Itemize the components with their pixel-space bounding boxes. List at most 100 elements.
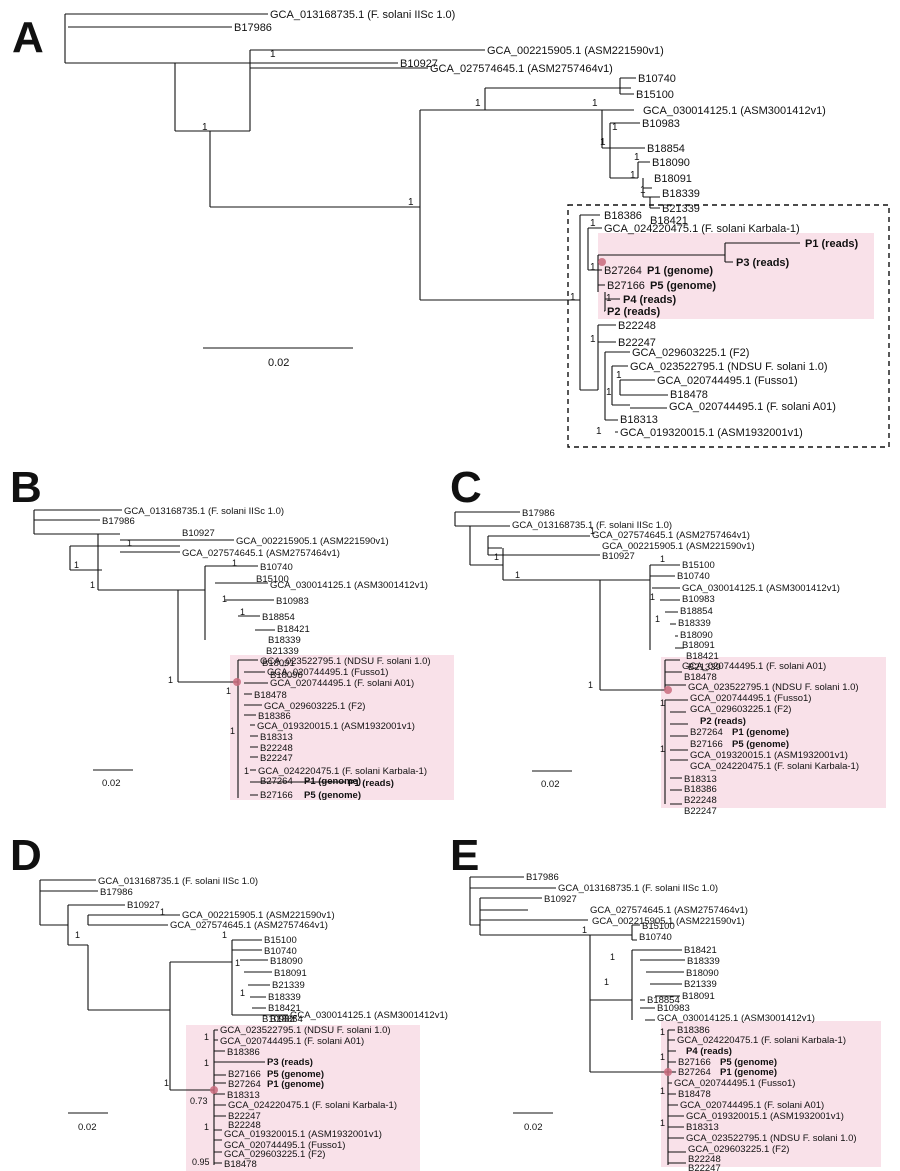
- svg-text:1: 1: [160, 907, 165, 917]
- svg-text:B18313: B18313: [260, 732, 293, 743]
- svg-text:GCA_020744495.1 (Fusso1): GCA_020744495.1 (Fusso1): [674, 1078, 795, 1089]
- panel-a-letter: A: [12, 13, 44, 62]
- svg-text:B21339: B21339: [272, 980, 305, 991]
- svg-text:B18091: B18091: [682, 991, 715, 1002]
- tip-label: B17986: [234, 22, 272, 34]
- tip-label: B22248: [618, 320, 656, 332]
- svg-text:1: 1: [630, 170, 636, 181]
- support-values-e: 1 1 1 1 1 1 1: [582, 925, 665, 1128]
- svg-text:1: 1: [592, 98, 598, 109]
- svg-text:GCA_027574645.1 (ASM2757464v1): GCA_027574645.1 (ASM2757464v1): [182, 548, 340, 559]
- svg-text:1: 1: [655, 614, 660, 624]
- svg-text:B10927: B10927: [182, 528, 215, 539]
- tip-label: B10927: [400, 58, 438, 70]
- svg-text:1: 1: [606, 293, 612, 304]
- svg-text:B10983: B10983: [657, 1003, 690, 1014]
- svg-text:GCA_024220475.1 (F. solani Kar: GCA_024220475.1 (F. solani Karbala-1): [677, 1035, 846, 1046]
- tip-label: GCA_030014125.1 (ASM3001412v1): [643, 105, 826, 117]
- svg-text:P5 (genome): P5 (genome): [720, 1057, 777, 1068]
- tip-label: GCA_024220475.1 (F. solani Karbala-1): [604, 223, 800, 235]
- tip-label: B18421: [650, 215, 688, 227]
- svg-text:1: 1: [612, 122, 618, 133]
- svg-text:P5 (genome): P5 (genome): [732, 739, 789, 750]
- tip-label: P1 (reads): [805, 238, 859, 250]
- svg-text:B18339: B18339: [268, 635, 301, 646]
- svg-text:B27264: B27264: [678, 1067, 711, 1078]
- svg-text:1: 1: [494, 552, 499, 562]
- svg-text:1: 1: [582, 925, 587, 935]
- tip-label: GCA_023522795.1 (NDSU F. solani 1.0): [630, 361, 828, 373]
- tip-labels-a: GCA_013168735.1 (F. solani IISc 1.0) B17…: [234, 9, 859, 439]
- svg-text:GCA_027574645.1 (ASM2757464v1): GCA_027574645.1 (ASM2757464v1): [592, 530, 750, 541]
- svg-text:1: 1: [570, 292, 576, 303]
- svg-text:B22248: B22248: [260, 743, 293, 754]
- svg-text:B27166: B27166: [690, 739, 723, 750]
- panel-e-letter: E: [450, 831, 479, 880]
- svg-text:B10740: B10740: [264, 946, 297, 957]
- svg-text:B18421: B18421: [268, 1003, 301, 1014]
- svg-text:B21339: B21339: [266, 646, 299, 657]
- tip-label: GCA_020744495.1 (F. solani A01): [669, 401, 836, 413]
- svg-text:GCA_020744495.1 (F. solani A01: GCA_020744495.1 (F. solani A01): [680, 1100, 824, 1111]
- svg-text:B17986: B17986: [102, 516, 135, 527]
- svg-text:B27166: B27166: [260, 790, 293, 801]
- svg-text:B22247: B22247: [684, 806, 717, 817]
- svg-text:1: 1: [660, 1027, 665, 1037]
- svg-text:GCA_002215905.1 (ASM221590v1): GCA_002215905.1 (ASM221590v1): [602, 541, 755, 552]
- svg-text:P3 (reads): P3 (reads): [267, 1057, 313, 1068]
- svg-text:1: 1: [90, 580, 95, 590]
- svg-text:GCA_023522795.1 (NDSU F. solan: GCA_023522795.1 (NDSU F. solani 1.0): [220, 1025, 391, 1036]
- svg-text:1: 1: [596, 426, 602, 437]
- tip-label: GCA_020744495.1 (Fusso1): [657, 375, 798, 387]
- svg-text:P5 (genome): P5 (genome): [304, 790, 361, 801]
- node-marker-c: [664, 686, 672, 694]
- panel-a: A 1 1 1 1 1 1 1 1 1 1 1: [12, 9, 890, 448]
- svg-text:1: 1: [634, 152, 640, 163]
- svg-text:B18313: B18313: [686, 1122, 719, 1133]
- scale-label-e: 0.02: [524, 1122, 543, 1133]
- svg-text:1: 1: [270, 49, 276, 60]
- svg-text:1: 1: [204, 1032, 209, 1042]
- svg-text:B17986: B17986: [100, 887, 133, 898]
- panel-d: D 1 1 1 1 1 1 1 1 0.73 1 0.95 GCA_013168…: [10, 831, 448, 1171]
- svg-text:1: 1: [408, 197, 414, 208]
- tip-label: B22247: [618, 337, 656, 349]
- panel-e: E 1 1 1 1 1 1 1 B17986 GCA_013168735.1 (…: [450, 831, 881, 1171]
- svg-text:GCA_030014125.1 (ASM3001412v1): GCA_030014125.1 (ASM3001412v1): [682, 583, 840, 594]
- panel-b: B 1 1 1 1 1 1 1 1 1 1 GCA_013168735.1 (F…: [10, 463, 454, 801]
- panel-c: C 1 1 1 1 1 1 1 1 1 B17986 GCA_013168735…: [450, 463, 886, 817]
- svg-text:B15100: B15100: [264, 935, 297, 946]
- svg-text:1: 1: [168, 675, 173, 685]
- svg-text:1: 1: [204, 1122, 209, 1132]
- svg-text:B18421: B18421: [686, 651, 719, 662]
- svg-text:B18313: B18313: [684, 774, 717, 785]
- svg-text:B18090: B18090: [686, 968, 719, 979]
- highlight-box-a: [598, 233, 874, 319]
- svg-text:1: 1: [226, 686, 231, 696]
- svg-text:1: 1: [222, 594, 227, 604]
- svg-text:B22247: B22247: [688, 1163, 721, 1171]
- svg-text:1: 1: [127, 538, 132, 548]
- svg-text:GCA_030014125.1 (ASM3001412v1): GCA_030014125.1 (ASM3001412v1): [657, 1013, 815, 1024]
- svg-text:B22247: B22247: [260, 753, 293, 764]
- scale-label-c: 0.02: [541, 779, 560, 790]
- tip-label: B10983: [642, 118, 680, 130]
- svg-text:1: 1: [74, 560, 79, 570]
- svg-text:GCA_020744495.1 (Fusso1): GCA_020744495.1 (Fusso1): [267, 667, 388, 678]
- tip-label: B27264: [604, 265, 642, 277]
- svg-text:P4 (reads): P4 (reads): [686, 1046, 732, 1057]
- tip-label: B18313: [620, 414, 658, 426]
- tip-label: B18478: [670, 389, 708, 401]
- svg-text:GCA_013168735.1 (F. solani IIS: GCA_013168735.1 (F. solani IISc 1.0): [98, 876, 258, 887]
- tip-label: B18090: [652, 157, 690, 169]
- svg-text:B10740: B10740: [260, 562, 293, 573]
- svg-text:0.95: 0.95: [192, 1157, 210, 1167]
- svg-text:B10927: B10927: [602, 551, 635, 562]
- svg-text:B15100: B15100: [256, 574, 289, 585]
- node-marker-b: [233, 678, 241, 686]
- svg-text:GCA_029603225.1 (F2): GCA_029603225.1 (F2): [690, 704, 791, 715]
- svg-text:B10983: B10983: [682, 594, 715, 605]
- highlight-box-c: [661, 657, 886, 808]
- svg-text:B10983: B10983: [262, 1014, 295, 1025]
- svg-text:P1 (genome): P1 (genome): [720, 1067, 777, 1078]
